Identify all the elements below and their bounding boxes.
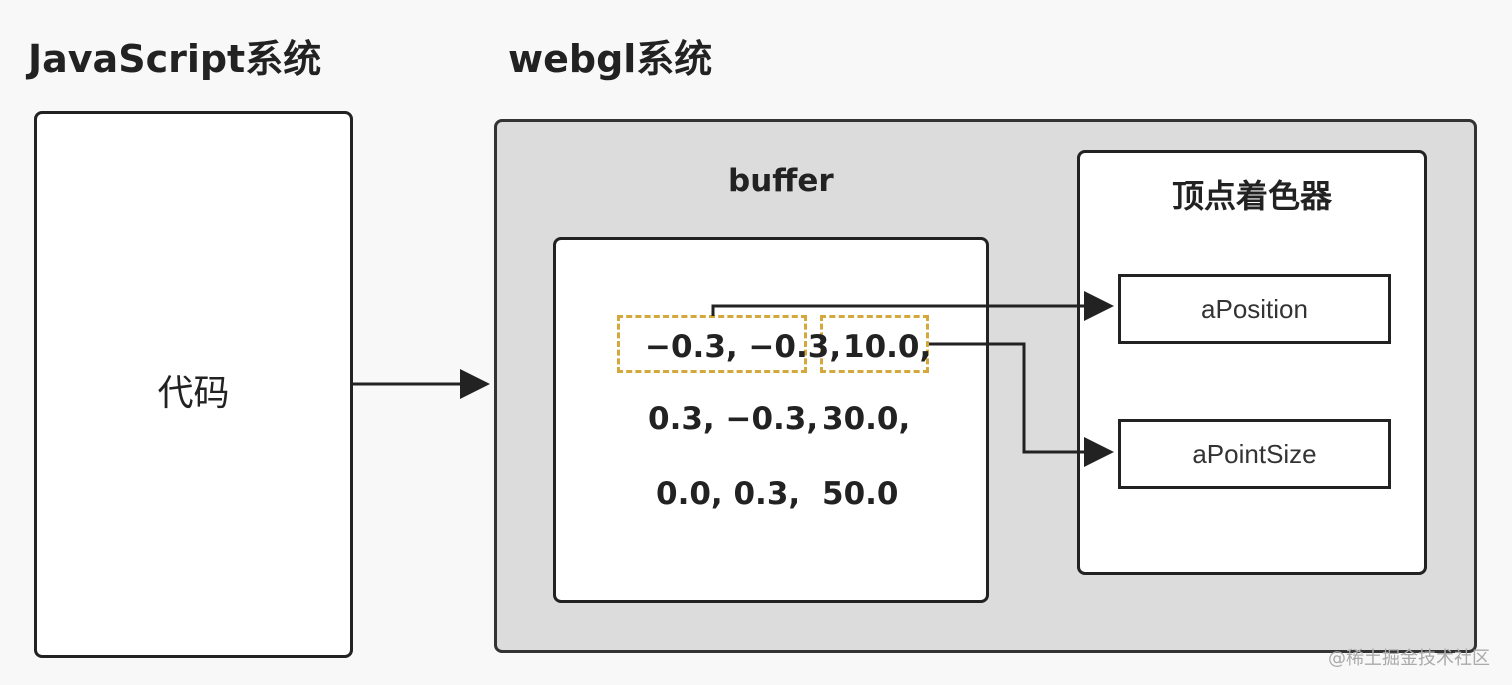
attribute-apointsize-label: aPointSize [1192,438,1317,469]
attribute-apointsize: aPointSize [1118,419,1391,489]
code-label: 代码 [157,373,230,414]
buffer-row-3-size: 50.0 [822,476,899,512]
arrow-size-to-apointsize [929,342,1114,467]
position-highlight-box [617,315,807,373]
buffer-label: buffer [728,163,834,199]
javascript-code-box: 代码 [34,111,353,658]
attribute-aposition: aPosition [1118,274,1391,344]
buffer-box [553,237,989,603]
webgl-system-title: webgl系统 [508,37,713,81]
vertex-shader-box: 顶点着色器 [1077,150,1427,575]
buffer-row-1-position: −0.3, −0.3, [645,329,842,365]
javascript-system-title: JavaScript系统 [28,37,322,81]
buffer-row-3-position: 0.0, 0.3, [656,476,801,512]
buffer-row-2-size: 30.0, [822,401,911,437]
size-highlight-box [820,315,929,373]
arrow-position-to-aposition [711,291,1114,321]
buffer-row-1-size: 10.0, [843,329,932,365]
buffer-row-2-position: 0.3, −0.3, [648,401,819,437]
vertex-shader-label: 顶点着色器 [1171,177,1332,215]
watermark-text: @稀土掘金技术社区 [1328,648,1490,669]
attribute-aposition-label: aPosition [1201,293,1308,324]
